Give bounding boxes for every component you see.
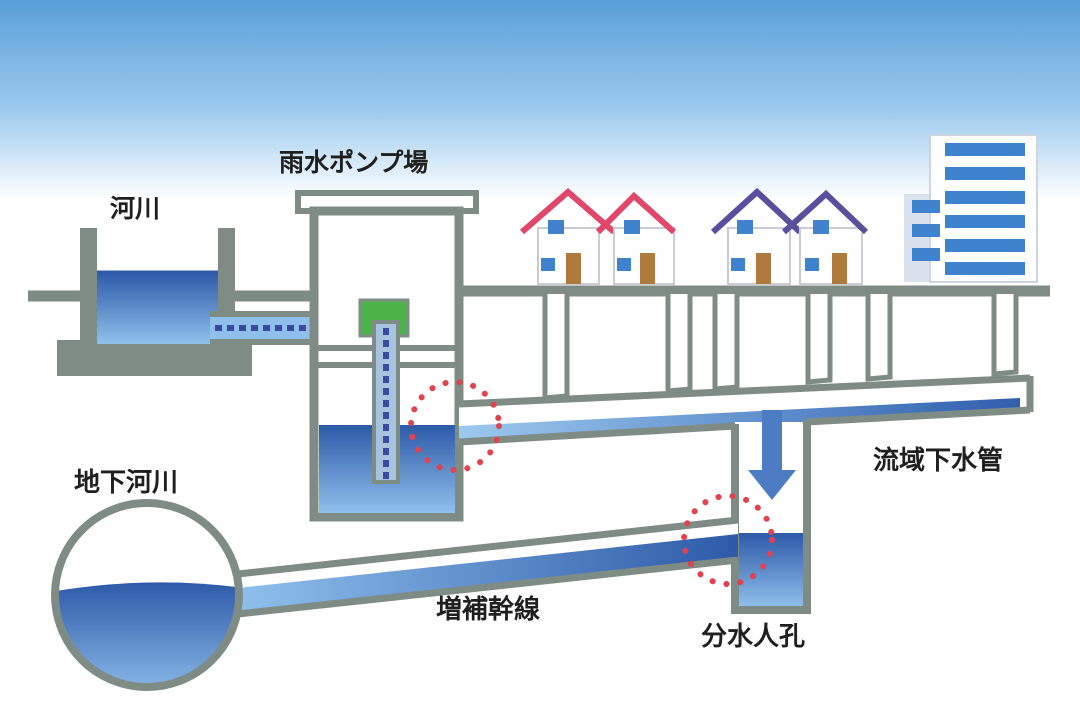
river-channel xyxy=(57,228,252,376)
dotted-circle-icon xyxy=(408,379,502,473)
sky xyxy=(0,0,1080,200)
river-water xyxy=(97,272,218,344)
label-underground-river: 地下河川 xyxy=(74,468,179,498)
basin-sewer-pipe xyxy=(458,374,1034,446)
dotted-circle-icon xyxy=(681,493,775,587)
house-purple-2 xyxy=(781,189,869,285)
underground-river-tunnel xyxy=(51,499,243,691)
reinforcement-trunk-pipe xyxy=(237,516,739,618)
house-red-2 xyxy=(595,191,677,285)
label-reinforcement-trunk: 増補幹線 xyxy=(436,595,541,625)
label-river: 河川 xyxy=(110,194,161,223)
label-basin-sewer: 流域下水管 xyxy=(873,446,1004,476)
drain-pipes xyxy=(542,294,1019,401)
label-pump-station: 雨水ポンプ場 xyxy=(279,148,429,177)
manhole-water xyxy=(739,533,803,608)
label-diversion-manhole: 分水人孔 xyxy=(701,622,806,652)
pump-station xyxy=(295,190,479,522)
house-red-1 xyxy=(520,188,616,285)
ground-line xyxy=(28,285,1050,302)
office-building xyxy=(904,134,1038,283)
house-purple-1 xyxy=(710,187,803,285)
down-arrow-icon xyxy=(748,410,796,500)
